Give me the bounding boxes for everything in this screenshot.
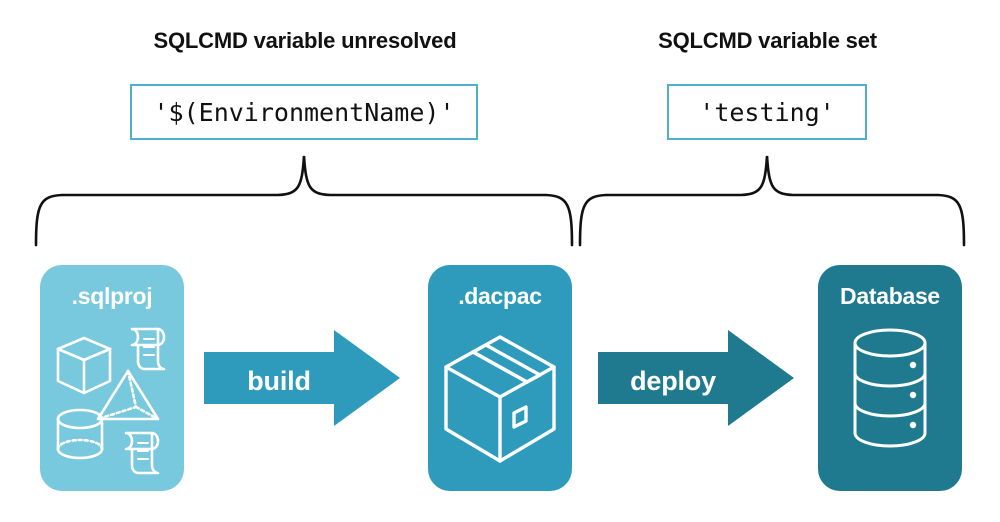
code-box-testing: 'testing' bbox=[667, 84, 867, 140]
heading-sqlcmd-variable-unresolved: SQLCMD variable unresolved bbox=[153, 28, 457, 53]
arrow-deploy: deploy bbox=[598, 330, 798, 426]
cube-icon bbox=[56, 336, 112, 395]
brace-right-icon bbox=[578, 155, 966, 247]
database-indicator-dot-3 bbox=[909, 421, 917, 429]
script-icon-bottom bbox=[124, 431, 160, 475]
arrow-build: build bbox=[204, 330, 404, 426]
brace-left-icon bbox=[34, 155, 574, 247]
pyramid-icon bbox=[96, 369, 160, 421]
arrow-deploy-icon bbox=[598, 330, 794, 426]
package-box-icon bbox=[444, 335, 556, 463]
script-icon-top bbox=[130, 327, 166, 371]
database-cylinder-icon bbox=[853, 328, 927, 448]
entity-sqlproj: .sqlproj bbox=[40, 265, 184, 491]
entity-sqlproj-label: .sqlproj bbox=[71, 283, 153, 309]
code-box-environment-name: '$(EnvironmentName)' bbox=[130, 84, 478, 140]
database-indicator-dot-1 bbox=[909, 361, 917, 369]
entity-database-label: Database bbox=[840, 283, 940, 309]
database-indicator-dot-2 bbox=[909, 391, 917, 399]
entity-database: Database bbox=[818, 265, 962, 491]
entity-dacpac: .dacpac bbox=[428, 265, 572, 491]
cylinder-icon bbox=[56, 408, 104, 460]
shapes-and-scripts-icon bbox=[56, 327, 166, 475]
entity-dacpac-label: .dacpac bbox=[458, 283, 542, 309]
heading-sqlcmd-variable-set: SQLCMD variable set bbox=[658, 28, 877, 53]
arrow-build-icon bbox=[204, 330, 400, 426]
